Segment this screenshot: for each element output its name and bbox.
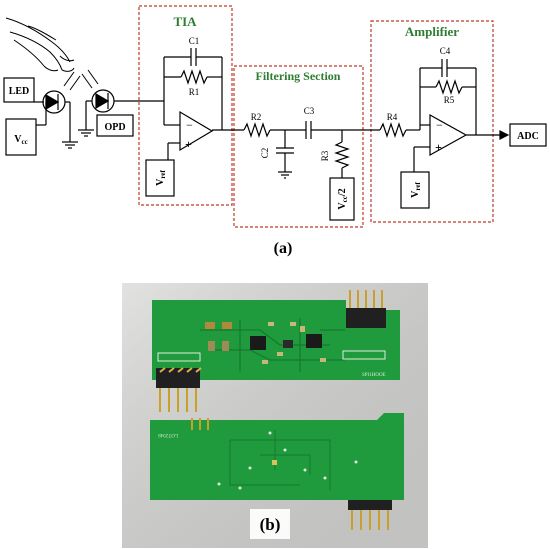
r5-resistor: [435, 79, 463, 95]
vcc-led-label: Vcc: [14, 134, 27, 146]
pcb-header-pins-left: [156, 367, 202, 412]
pcb-silkscreen-bottom: LOT2948: [158, 432, 178, 437]
r4-label: R4: [387, 112, 398, 122]
amplifier-opamp: [429, 113, 468, 157]
tia-opamp-plus: +: [185, 137, 192, 151]
opd-label-box: [96, 114, 134, 137]
r5-label: R5: [444, 95, 455, 105]
opd-label: OPD: [104, 122, 125, 133]
ground-symbol-c2: [278, 171, 292, 179]
vref-tia-label: Vref: [155, 170, 167, 186]
pcb-photo: SPI1HOOE: [122, 283, 428, 548]
vcc-half-box: [329, 177, 355, 221]
led-label: LED: [9, 86, 30, 97]
r2-label: R2: [251, 112, 262, 122]
pcb-bottom-board: LOT2948: [150, 413, 404, 530]
panel-b-label-bg: [250, 509, 290, 539]
c2-label: C2: [260, 148, 270, 159]
c3-label: C3: [304, 106, 315, 116]
panel-b-label: (b): [260, 515, 281, 534]
vcc-half-label: Vcc/2: [337, 188, 349, 209]
pcb-header-pins-right: [346, 290, 386, 328]
c1-label: C1: [189, 36, 200, 46]
tia-opamp-minus: −: [186, 118, 193, 132]
vcc-led-box: [5, 118, 37, 156]
finger-icon: [5, 17, 75, 72]
tia-opamp: [179, 110, 214, 152]
circuit-diagram: [3, 5, 547, 228]
opd-diode-symbol: [85, 89, 164, 130]
filtering-section-title: Filtering Section: [256, 69, 341, 83]
vref-amp-label: Vref: [410, 182, 422, 198]
r3-resistor: [334, 141, 350, 169]
tia-section-title: TIA: [173, 14, 197, 29]
r1-label: R1: [189, 87, 200, 97]
led-label-box: [3, 77, 35, 103]
led-diode-symbol: [42, 90, 71, 140]
c4-label: C4: [440, 46, 451, 56]
r3-label: R3: [320, 150, 330, 161]
light-ray-arrows: [63, 69, 99, 91]
pcb-chip-1: [250, 336, 266, 350]
r2-resistor: [243, 122, 271, 138]
amplifier-section-box: [370, 20, 494, 223]
ground-symbol-opd: [78, 129, 94, 137]
amp-opamp-plus: +: [435, 140, 442, 154]
pcb-chip-2: [306, 334, 322, 348]
pcb-top-board: SPI1HOOE: [152, 290, 400, 412]
amp-opamp-minus: −: [436, 118, 443, 132]
pcb-silkscreen-top: SPI1HOOE: [362, 373, 386, 378]
ground-symbol-led: [62, 140, 78, 149]
pcb-header-pins-bottom: [348, 500, 392, 530]
panel-a-label: (a): [274, 240, 293, 257]
r4-resistor: [379, 122, 407, 138]
adc-label: ADC: [517, 131, 539, 142]
vref-tia-box: [145, 159, 175, 197]
adc-label-box: [509, 123, 547, 147]
output-arrow: [499, 130, 510, 140]
amplifier-section-title: Amplifier: [405, 24, 459, 39]
circuit-labels: TIA Filtering Section Amplifier C1 R1 R2…: [9, 14, 539, 257]
r1-resistor: [180, 69, 208, 85]
tia-section-box: [138, 5, 233, 206]
vref-amp-box: [400, 171, 430, 209]
